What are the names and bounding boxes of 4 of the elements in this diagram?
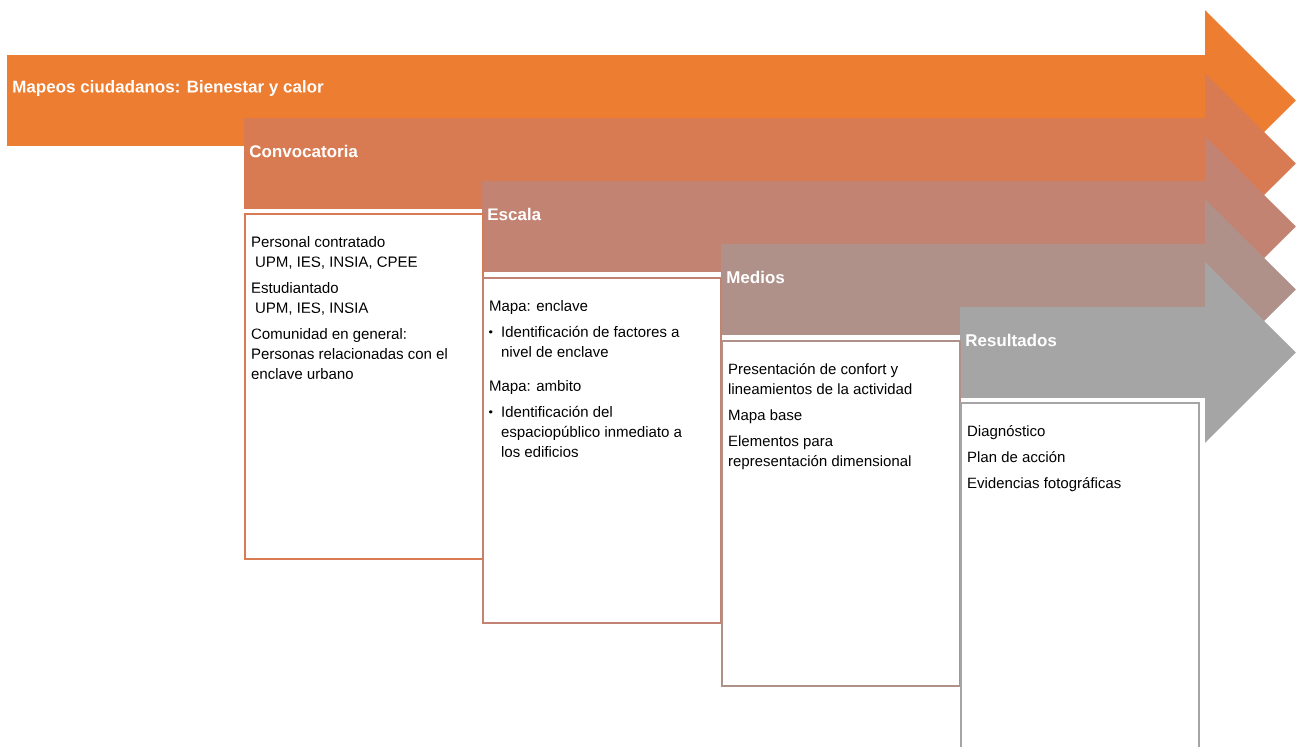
content-box: Diagnóstico Plan de acción Evidencias fotográficas [960,402,1200,747]
content-box: Mapa: enclave Identificación de factores a nivel de enclave Mapa: ambito Identificación del espaciopúblico inmediato a los edificios [482,277,722,624]
content-box: Personal contratado UPM, IES, INSIA, CPEE Estudiantado UPM, IES, INSIA Comunidad en general: Personas relacionadas con el enclave urbano [244,213,484,560]
content-box: Presentación de confort y lineamientos de la actividad Mapa base Elementos para representación dimensional [721,340,961,687]
